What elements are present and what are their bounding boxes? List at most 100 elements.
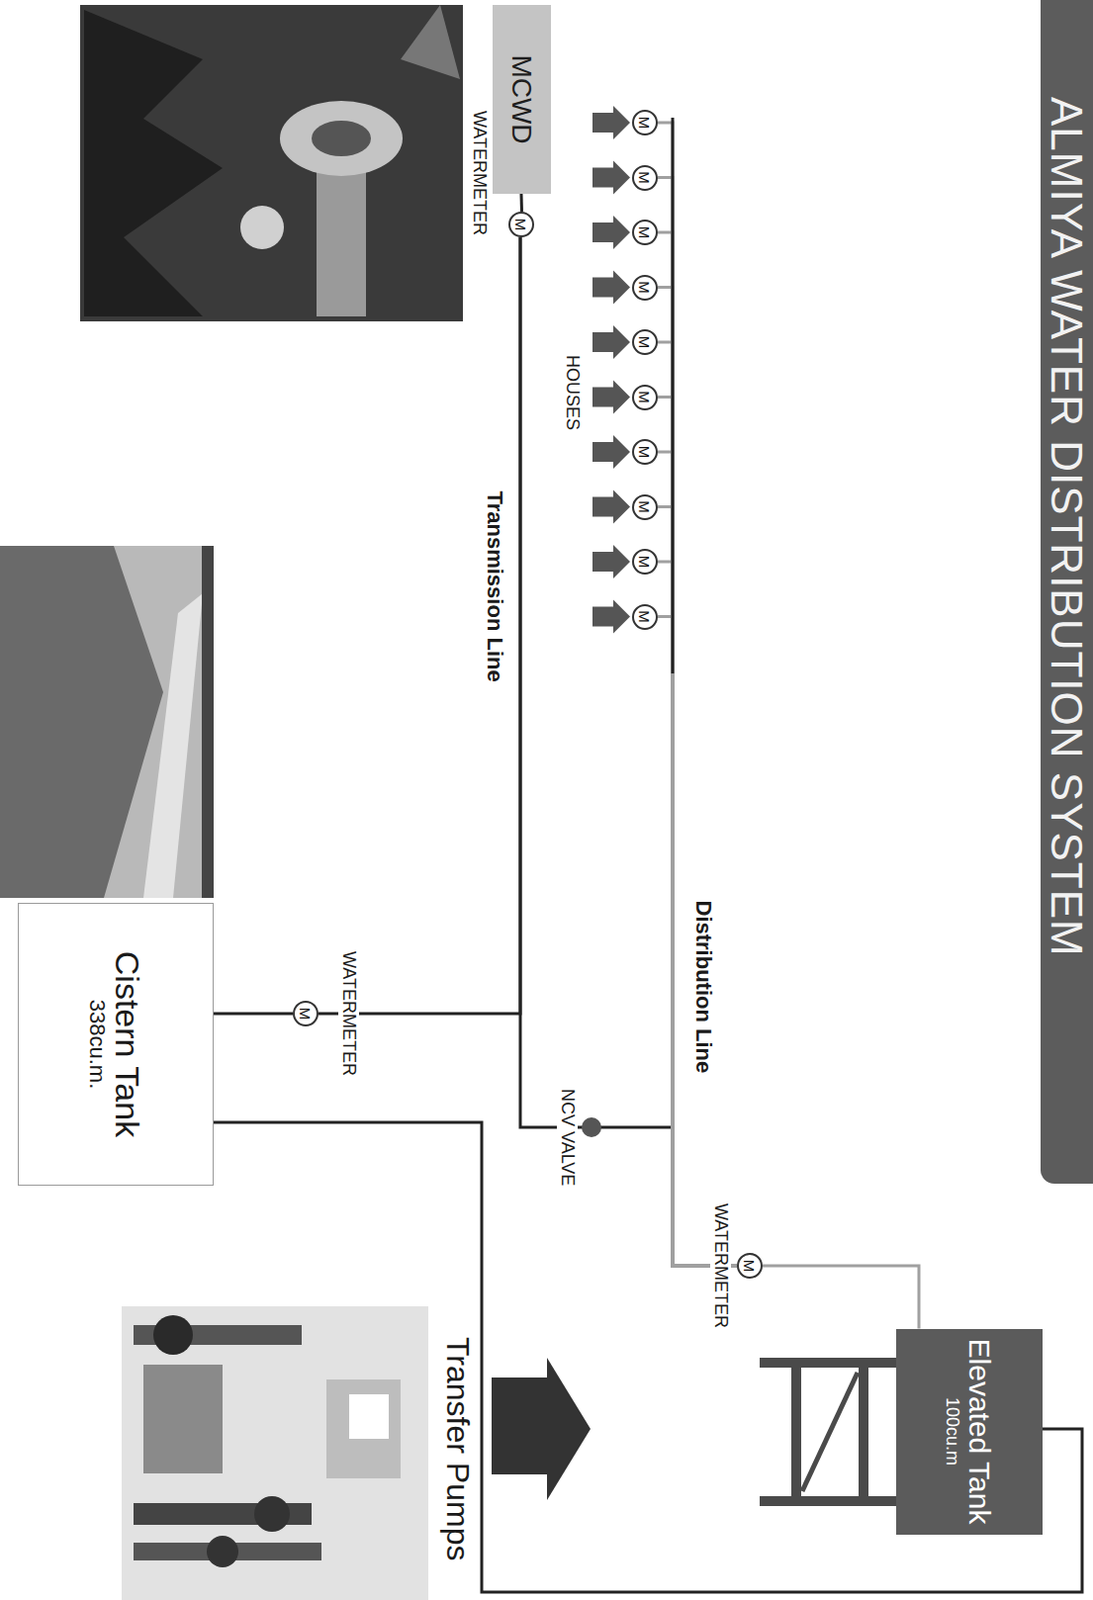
photo-panel — [326, 1379, 401, 1479]
meter-label: WATERMETER — [468, 110, 490, 236]
water-meter: M — [736, 1253, 763, 1279]
house-body — [592, 168, 614, 188]
node-title: M — [637, 555, 653, 569]
water-meter: M — [632, 274, 658, 301]
water-meter: M — [632, 329, 658, 356]
water-meter: M — [632, 439, 658, 465]
valve-label: NCV VALVE — [556, 1086, 578, 1189]
pipe-line — [213, 1012, 293, 1016]
cistern-tank-box: Cistern Tank338cu.m. — [17, 903, 214, 1186]
pipe-line — [520, 193, 525, 212]
pipe-line — [762, 1266, 919, 1330]
pipe-line — [657, 452, 737, 1267]
node-title: M — [637, 390, 653, 404]
pump-body — [491, 1377, 547, 1475]
photo-leaves — [84, 9, 223, 317]
photo-fence — [201, 546, 214, 899]
node-detail: 100cu.m — [942, 1397, 963, 1466]
pipe-line — [657, 397, 737, 1268]
pipe-line — [657, 287, 737, 1268]
pipe-line — [657, 122, 737, 1267]
pipe-line — [318, 237, 521, 1014]
node-title: M — [637, 116, 653, 130]
photo-ground — [0, 546, 214, 899]
house-body — [592, 387, 614, 408]
pipe-line — [657, 342, 737, 1267]
pump-label: Transfer Pumps — [439, 1337, 476, 1561]
group-label: HOUSES — [561, 355, 583, 431]
source-box: MCWD — [492, 4, 551, 194]
water-meter: M — [632, 494, 658, 521]
pump-head — [546, 1358, 591, 1501]
pipe-line — [657, 561, 737, 1267]
mcwd-photo — [80, 4, 463, 322]
house-roof — [613, 490, 631, 525]
title-bar: ALMIYA WATER DISTRIBUTION SYSTEM — [1040, 0, 1093, 1185]
houses — [592, 105, 631, 635]
node-title: Cistern Tank — [108, 951, 147, 1138]
node-title: M — [742, 1260, 758, 1274]
tank-tower — [759, 1363, 897, 1502]
node-title: M — [298, 1007, 314, 1021]
water-meter: M — [632, 165, 658, 191]
node-title: M — [637, 171, 653, 184]
node-title: Elevated Tank — [962, 1339, 997, 1526]
node-title: M — [637, 226, 653, 240]
pipe-line — [213, 1122, 1083, 1593]
house-body — [592, 551, 614, 572]
pipe-line — [657, 507, 737, 1268]
water-meter: M — [632, 219, 658, 246]
photo-flange — [279, 100, 403, 177]
node-title: M — [637, 500, 653, 514]
water-meter: M — [632, 604, 658, 631]
node-detail: 338cu.m. — [85, 1000, 110, 1091]
node-title: M — [514, 218, 530, 232]
tower-bar — [791, 1363, 802, 1502]
photo-motor — [153, 1315, 193, 1356]
photo-detail — [400, 4, 460, 80]
house-roof — [613, 325, 631, 360]
node-title: M — [637, 610, 653, 624]
node-title: M — [637, 280, 653, 294]
photo-ground — [80, 4, 463, 322]
photo-grass — [0, 546, 164, 899]
pipe-line — [520, 237, 737, 1267]
tower-leg — [759, 1496, 897, 1507]
pipe-line — [657, 178, 737, 1268]
pipe-line — [657, 617, 737, 1268]
house-roof — [613, 600, 631, 635]
water-meter: M — [632, 548, 658, 575]
meter-label: WATERMETER — [710, 1200, 731, 1332]
house-roof — [613, 105, 631, 140]
photo-meter-dial — [240, 205, 284, 250]
house-body — [592, 222, 614, 243]
photo-valve — [254, 1496, 290, 1533]
photo-ground — [121, 1306, 429, 1600]
house-roof — [613, 271, 631, 305]
tower-brace — [802, 1372, 858, 1492]
house-roof — [613, 215, 631, 250]
pipe-line — [657, 232, 737, 1267]
cistern-photo — [0, 546, 214, 899]
meter-label: WATERMETER — [338, 948, 360, 1080]
photo-slab — [143, 593, 203, 899]
house-roof — [613, 161, 631, 195]
node-title: M — [637, 336, 653, 350]
tower-bar — [858, 1363, 869, 1502]
node-title: M — [637, 446, 653, 459]
photo-flange-hole — [311, 120, 371, 157]
photo-valve — [206, 1536, 239, 1568]
house-roof — [613, 545, 631, 579]
house-roof — [613, 435, 631, 469]
house-body — [592, 497, 614, 518]
pump-photo — [121, 1306, 429, 1600]
water-meter: M — [508, 211, 535, 238]
line-label: Transmission Line — [482, 491, 508, 683]
ncv-valve-dot — [581, 1117, 602, 1138]
node-title: MCWD — [506, 54, 538, 144]
water-meter: M — [632, 109, 658, 136]
house-body — [592, 332, 614, 353]
house-roof — [613, 380, 631, 415]
line-label: Distribution Line — [691, 901, 717, 1075]
